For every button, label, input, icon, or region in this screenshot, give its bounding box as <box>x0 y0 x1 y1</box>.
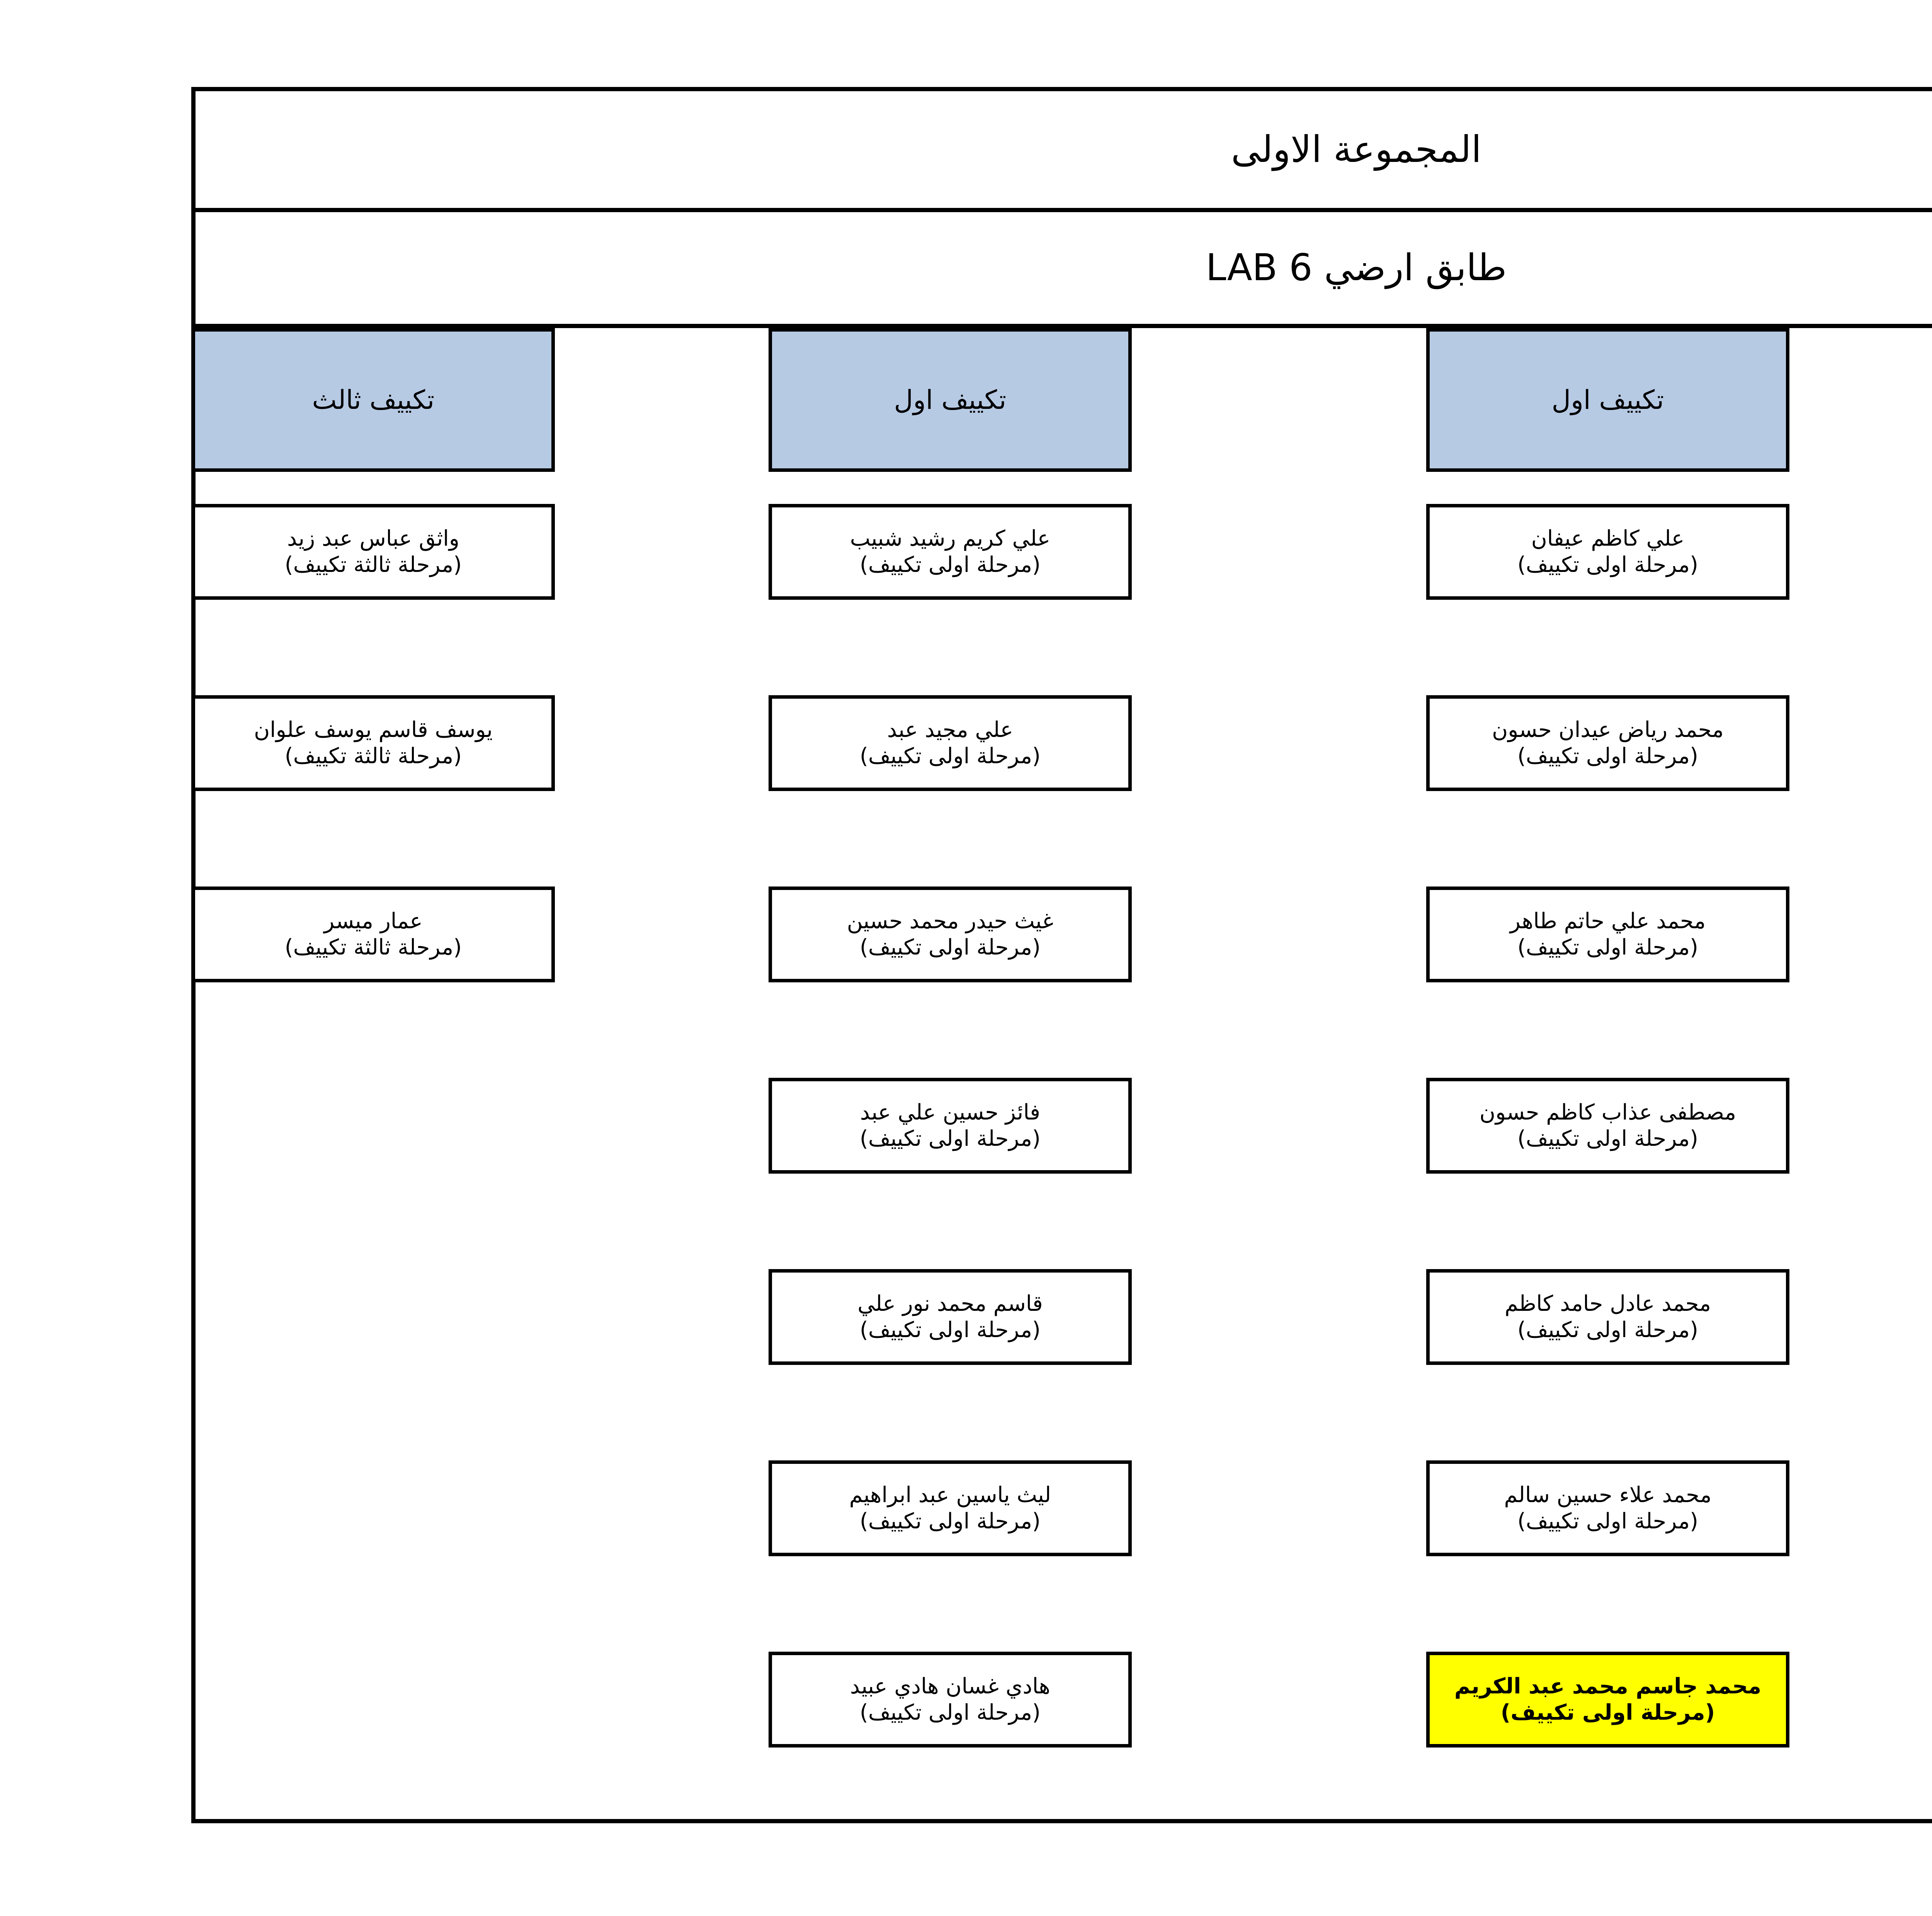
column-header-label: تكييف ثالث <box>312 385 435 415</box>
student-stage: (مرحلة اولى تكييف) <box>1517 744 1698 769</box>
student-cell[interactable]: يوسف قاسم يوسف علوان (مرحلة ثالثة تكييف) <box>192 695 555 791</box>
column-header-2[interactable]: تكييف اول <box>1426 328 1789 472</box>
student-stage: (مرحلة اولى تكييف) <box>1517 552 1698 577</box>
student-name: هادي غسان هادي عبيد <box>850 1673 1051 1699</box>
student-stage: (مرحلة اولى تكييف) <box>860 1509 1041 1534</box>
student-name: يوسف قاسم يوسف علوان <box>254 717 493 742</box>
student-stage: (مرحلة اولى تكييف) <box>1517 935 1698 960</box>
group-title-row: المجموعة الاولى <box>196 91 1932 212</box>
student-name: محمد علاء حسين سالم <box>1504 1482 1712 1508</box>
student-cell[interactable]: محمد علاء حسين سالم (مرحلة اولى تكييف) <box>1426 1460 1789 1556</box>
student-stage: (مرحلة اولى تكييف) <box>860 1700 1041 1725</box>
student-name: واثق عباس عبد زيد <box>287 526 459 551</box>
student-name: علي كريم رشيد شبيب <box>850 526 1051 551</box>
student-cell[interactable]: مصطفى عذاب كاظم حسون (مرحلة اولى تكييف) <box>1426 1078 1789 1174</box>
student-stage: (مرحلة اولى تكييف) <box>860 1126 1041 1151</box>
student-name: محمد جاسم محمد عبد الكريم <box>1454 1673 1762 1699</box>
seating-table: المجموعة الاولى طابق ارضي LAB 6 تكييف او… <box>191 87 1932 1823</box>
student-name: محمد علي حاتم طاهر <box>1510 908 1706 934</box>
student-cell[interactable]: هادي غسان هادي عبيد (مرحلة اولى تكييف) <box>769 1652 1132 1748</box>
location-subtitle: طابق ارضي LAB 6 <box>1206 247 1507 289</box>
student-name: مصطفى عذاب كاظم حسون <box>1479 1099 1736 1125</box>
student-name: علي مجيد عبد <box>887 717 1014 742</box>
location-row: طابق ارضي LAB 6 <box>196 212 1932 328</box>
student-cell[interactable]: محمد علي حاتم طاهر (مرحلة اولى تكييف) <box>1426 887 1789 982</box>
student-name: محمد عادل حامد كاظم <box>1504 1291 1711 1316</box>
student-stage: (مرحلة ثالثة تكييف) <box>284 744 462 769</box>
student-name: غيث حيدر محمد حسين <box>847 908 1054 934</box>
student-cell[interactable]: قاسم محمد نور علي (مرحلة اولى تكييف) <box>769 1269 1132 1365</box>
student-cell[interactable]: واثق عباس عبد زيد (مرحلة ثالثة تكييف) <box>192 504 555 600</box>
student-stage: (مرحلة اولى تكييف) <box>1517 1509 1698 1534</box>
column-header-label: تكييف اول <box>1551 385 1664 415</box>
student-stage: (مرحلة اولى تكييف) <box>1500 1700 1715 1725</box>
student-name: ليث ياسين عبد ابراهيم <box>849 1482 1051 1508</box>
student-cell-highlighted[interactable]: محمد جاسم محمد عبد الكريم (مرحلة اولى تك… <box>1426 1652 1789 1748</box>
student-cell[interactable]: محمد رياض عيدان حسون (مرحلة اولى تكييف) <box>1426 695 1789 791</box>
student-cell[interactable]: فائز حسين علي عبد (مرحلة اولى تكييف) <box>769 1078 1132 1174</box>
student-stage: (مرحلة اولى تكييف) <box>860 744 1041 769</box>
student-name: قاسم محمد نور علي <box>857 1291 1043 1316</box>
student-stage: (مرحلة اولى تكييف) <box>1517 1317 1698 1343</box>
student-name: محمد رياض عيدان حسون <box>1492 717 1724 742</box>
student-name: علي كاظم عيفان <box>1531 526 1685 551</box>
page-title: المجموعة الاولى <box>1231 128 1481 171</box>
student-stage: (مرحلة اولى تكييف) <box>860 935 1041 960</box>
student-cell[interactable]: علي كاظم عيفان (مرحلة اولى تكييف) <box>1426 504 1789 600</box>
column-header-4[interactable]: تكييف ثالث <box>192 328 555 472</box>
student-cell[interactable]: ليث ياسين عبد ابراهيم (مرحلة اولى تكييف) <box>769 1460 1132 1556</box>
student-cell[interactable]: عمار ميسر (مرحلة ثالثة تكييف) <box>192 887 555 982</box>
student-stage: (مرحلة اولى تكييف) <box>1517 1126 1698 1151</box>
student-name: فائز حسين علي عبد <box>860 1099 1041 1125</box>
student-name: عمار ميسر <box>324 908 423 934</box>
student-cell[interactable]: غيث حيدر محمد حسين (مرحلة اولى تكييف) <box>769 887 1132 982</box>
student-stage: (مرحلة ثالثة تكييف) <box>284 552 462 577</box>
student-cell[interactable]: محمد عادل حامد كاظم (مرحلة اولى تكييف) <box>1426 1269 1789 1365</box>
student-cell[interactable]: علي مجيد عبد (مرحلة اولى تكييف) <box>769 695 1132 791</box>
student-stage: (مرحلة اولى تكييف) <box>860 1317 1041 1343</box>
student-cell[interactable]: علي كريم رشيد شبيب (مرحلة اولى تكييف) <box>769 504 1132 600</box>
columns-grid: تكييف اول علي احمد محمود (مرحلة اولى تكي… <box>192 328 1932 1819</box>
column-header-label: تكييف اول <box>894 385 1007 415</box>
student-stage: (مرحلة اولى تكييف) <box>860 552 1041 577</box>
column-header-3[interactable]: تكييف اول <box>769 328 1132 472</box>
student-stage: (مرحلة ثالثة تكييف) <box>284 935 462 960</box>
